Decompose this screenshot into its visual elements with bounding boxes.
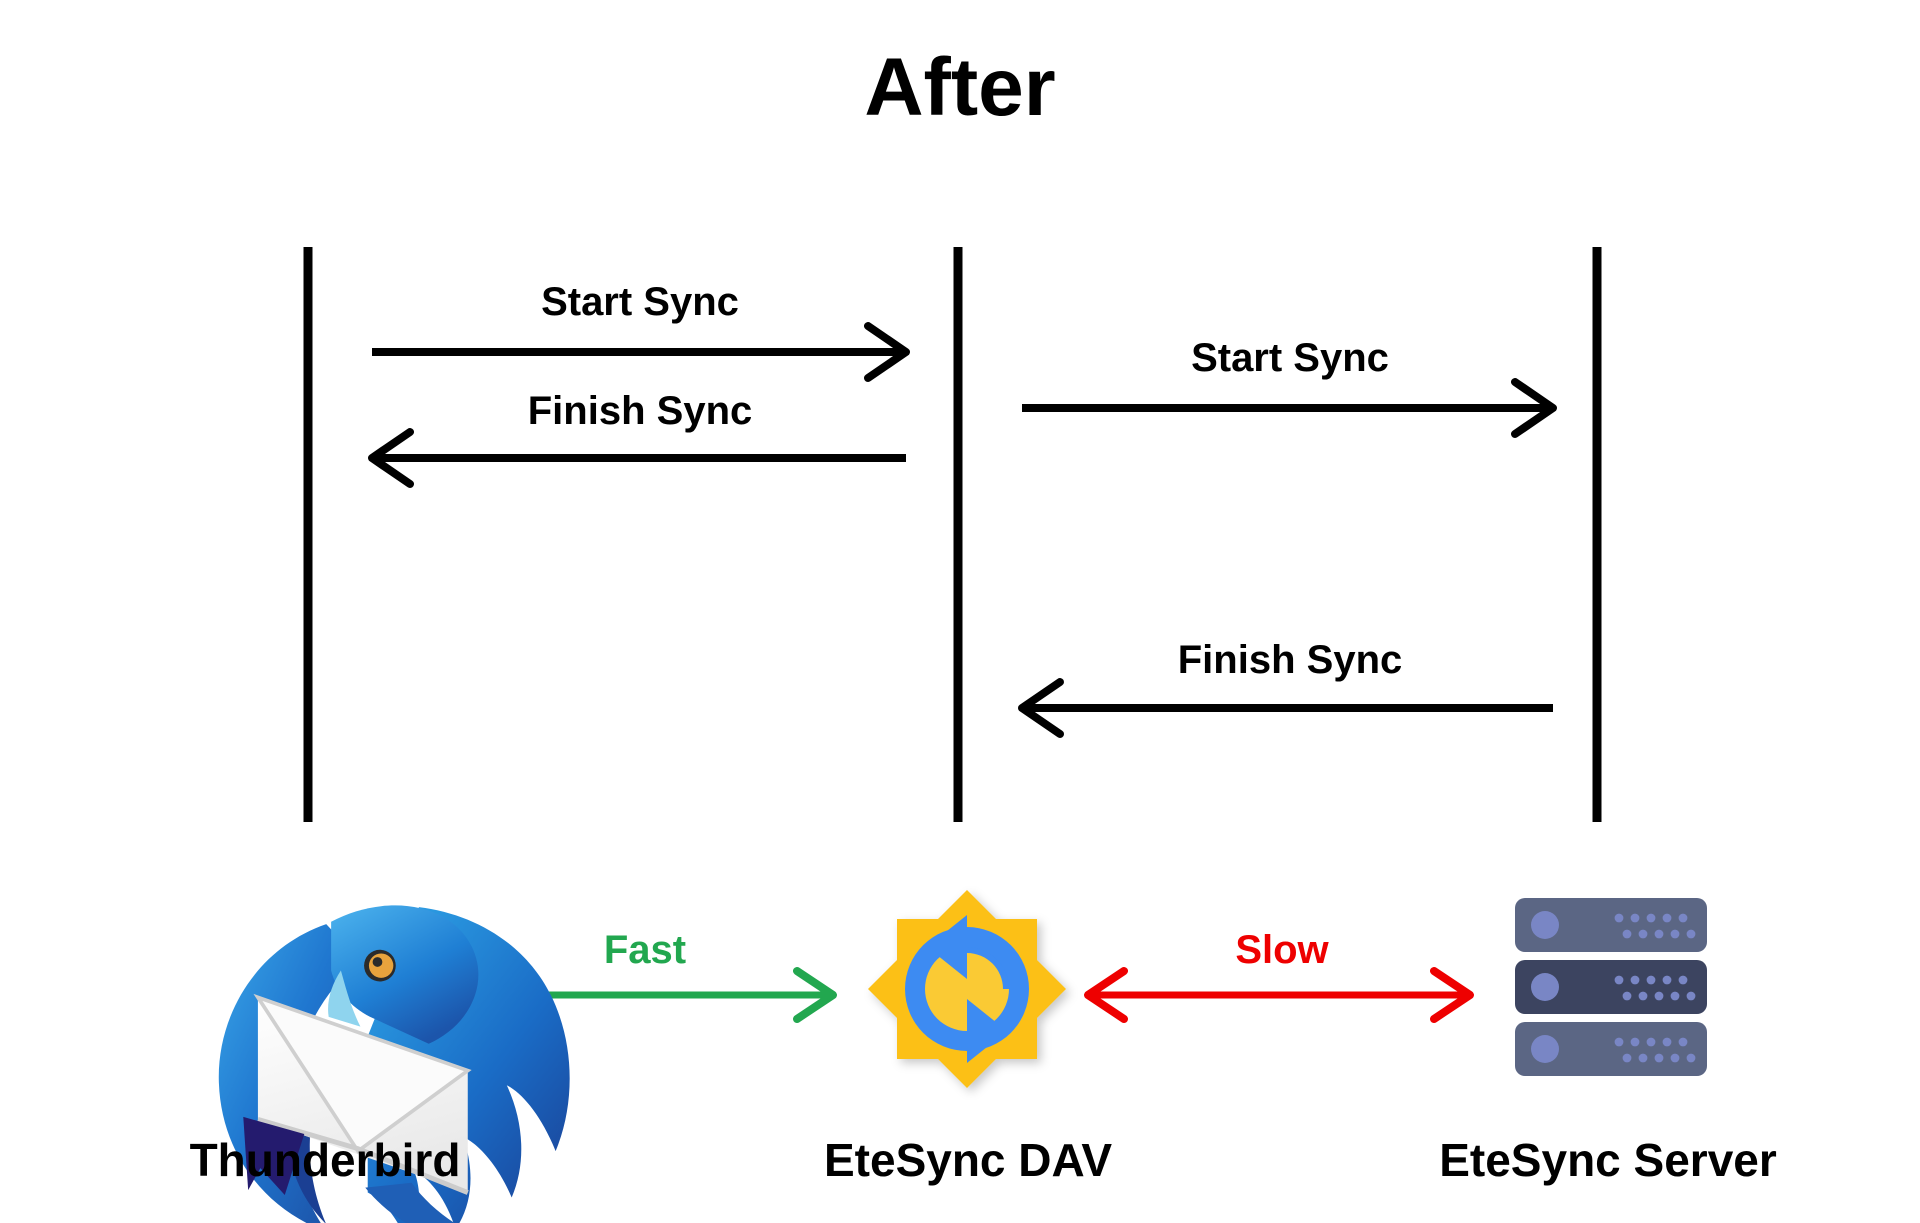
message-label: Start Sync: [541, 280, 739, 324]
connection-arrowhead-left: [1084, 967, 1128, 1023]
connection-arrowhead-right: [1430, 967, 1474, 1023]
connection-arrowhead-right: [793, 967, 837, 1023]
message-arrowhead: [1018, 678, 1064, 738]
sequence-message: Start Sync: [372, 280, 910, 382]
message-label: Start Sync: [1191, 336, 1389, 380]
node-label-etesync-server: EteSync Server: [1439, 1134, 1777, 1186]
node-label-etesync-dav: EteSync DAV: [824, 1134, 1112, 1186]
lifelines-group: [303, 247, 1602, 822]
node-labels-group: Thunderbird EteSync DAV EteSync Server: [190, 1134, 1777, 1186]
sequence-message: Finish Sync: [1018, 638, 1553, 738]
message-arrowhead: [864, 322, 910, 382]
thunderbird-logo-icon: [218, 905, 570, 1223]
message-arrowhead: [1511, 378, 1557, 438]
message-arrowhead: [368, 428, 414, 488]
sequence-message: Start Sync: [1022, 336, 1557, 438]
sequence-message: Finish Sync: [368, 389, 906, 488]
server-stack-icon: [1515, 898, 1707, 1076]
message-label: Finish Sync: [528, 389, 753, 433]
etesync-dav-sync-icon: [868, 890, 1066, 1088]
page-title: After: [864, 42, 1055, 133]
message-label: Finish Sync: [1178, 638, 1403, 682]
connection-label: Fast: [604, 928, 686, 972]
slow-link: Slow: [1084, 928, 1474, 1023]
node-label-thunderbird: Thunderbird: [190, 1134, 461, 1186]
connection-label: Slow: [1235, 928, 1329, 972]
